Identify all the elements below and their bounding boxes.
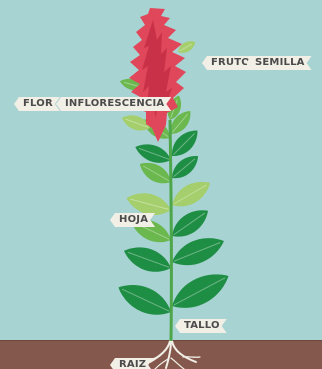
flor-label: FLOR [14, 97, 60, 111]
hoja-label: HOJA [110, 213, 155, 227]
inflorescencia-label: INFLORESCENCIA [56, 97, 171, 111]
semilla-label: SEMILLA [246, 56, 312, 70]
raiz-label: RAIZ [110, 358, 153, 369]
stem [170, 120, 171, 341]
tallo-label: TALLO [175, 319, 227, 333]
